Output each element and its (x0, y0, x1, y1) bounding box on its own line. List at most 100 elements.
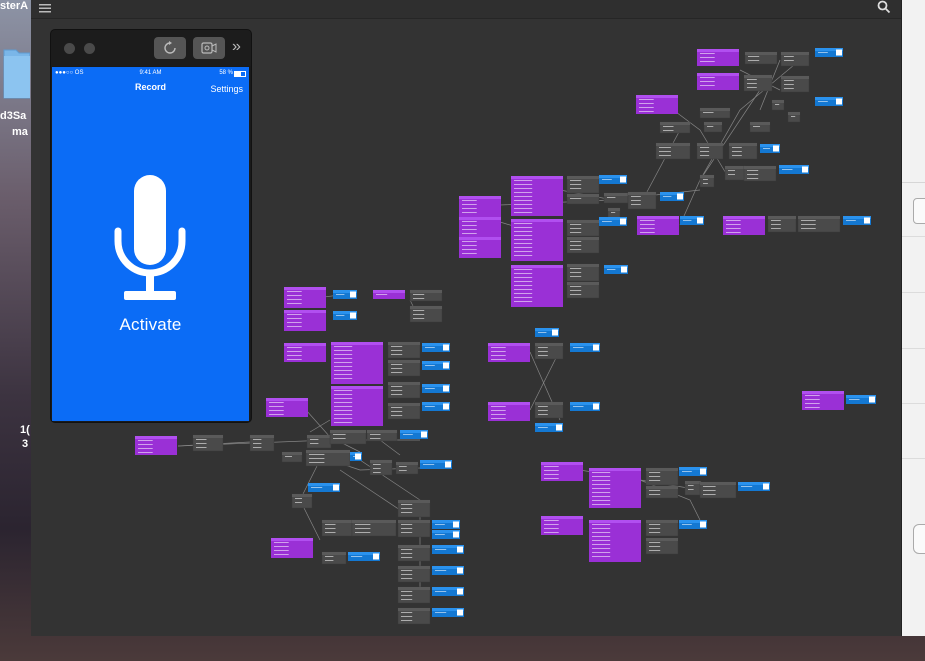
patch-node[interactable] (703, 121, 723, 133)
patch-node[interactable] (699, 174, 715, 188)
patch-node-output[interactable] (348, 552, 380, 561)
patch-node[interactable] (329, 429, 367, 445)
patch-node-purple[interactable] (373, 290, 405, 299)
patch-node-purple[interactable] (637, 216, 679, 235)
patch-node[interactable] (369, 459, 393, 476)
patch-node-output[interactable] (599, 217, 627, 226)
patch-node-output[interactable] (422, 384, 450, 393)
patch-node[interactable] (780, 75, 810, 93)
patch-node-output[interactable] (843, 216, 871, 225)
patch-node[interactable] (192, 434, 224, 452)
patch-node[interactable] (659, 121, 691, 134)
patch-node[interactable] (305, 449, 351, 467)
patch-node[interactable] (397, 586, 431, 604)
refresh-button[interactable] (154, 37, 186, 59)
hamburger-menu-icon[interactable] (39, 1, 51, 13)
patch-node[interactable] (397, 565, 431, 583)
patch-node-purple[interactable] (802, 391, 844, 410)
patch-node[interactable] (627, 191, 657, 210)
patch-node-purple[interactable] (488, 402, 530, 421)
patch-node[interactable] (749, 121, 771, 133)
patch-node-output[interactable] (599, 175, 627, 184)
patch-node[interactable] (387, 359, 421, 377)
patch-node-purple[interactable] (459, 237, 501, 258)
patch-node[interactable] (366, 429, 398, 442)
patch-node-purple[interactable] (284, 343, 326, 362)
patch-node[interactable] (566, 236, 600, 254)
patch-node[interactable] (249, 434, 275, 452)
patch-node[interactable] (566, 219, 600, 237)
patch-node-output[interactable] (535, 423, 563, 432)
patch-node-purple[interactable] (488, 343, 530, 362)
patch-node-output[interactable] (738, 482, 770, 491)
settings-button[interactable]: Settings (210, 84, 243, 94)
patch-node[interactable] (607, 207, 621, 219)
folder-icon[interactable] (2, 46, 31, 100)
panel-button[interactable] (913, 524, 925, 554)
patch-node[interactable] (387, 402, 421, 420)
patch-node[interactable] (397, 519, 431, 538)
patch-node[interactable] (397, 544, 431, 562)
patch-node-output[interactable] (432, 587, 464, 596)
patch-node-purple[interactable] (697, 73, 739, 90)
patch-node-output[interactable] (680, 216, 704, 225)
patch-node-output[interactable] (422, 343, 450, 352)
patch-node-purple[interactable] (511, 265, 563, 307)
patch-node[interactable] (771, 99, 785, 111)
patch-node-purple[interactable] (723, 216, 765, 235)
patch-node[interactable] (696, 142, 724, 160)
patch-node-output[interactable] (422, 361, 450, 370)
patch-node-purple[interactable] (266, 398, 308, 417)
patch-node-purple[interactable] (589, 520, 641, 562)
patch-node[interactable] (395, 461, 419, 475)
patch-node-purple[interactable] (284, 310, 326, 331)
patch-node[interactable] (409, 305, 443, 323)
record-video-button[interactable] (193, 37, 225, 59)
patch-node[interactable] (780, 51, 810, 67)
patch-node-output[interactable] (308, 483, 340, 492)
patch-node[interactable] (291, 493, 313, 509)
patch-node-output[interactable] (570, 402, 600, 411)
patch-node-output[interactable] (760, 144, 780, 153)
patch-node-output[interactable] (660, 192, 684, 201)
patch-node[interactable] (534, 342, 564, 360)
patch-node[interactable] (645, 485, 679, 499)
patch-node[interactable] (743, 165, 777, 182)
patch-node[interactable] (387, 381, 421, 399)
patch-node-output[interactable] (420, 460, 452, 469)
patch-node-purple[interactable] (284, 287, 326, 308)
patch-node-output[interactable] (333, 290, 357, 299)
patch-node[interactable] (787, 111, 801, 123)
patch-graph-canvas[interactable] (31, 0, 901, 636)
patch-node[interactable] (724, 165, 746, 181)
patch-node[interactable] (699, 107, 731, 119)
patch-node-output[interactable] (432, 566, 464, 575)
patch-node[interactable] (684, 480, 702, 496)
patch-node[interactable] (566, 281, 600, 299)
patch-node-output[interactable] (432, 520, 460, 529)
patch-node-purple[interactable] (459, 217, 501, 238)
patch-node[interactable] (306, 434, 332, 449)
patch-node-output[interactable] (400, 430, 428, 439)
patch-node-purple[interactable] (541, 462, 583, 481)
patch-node[interactable] (387, 341, 421, 359)
patch-node-purple[interactable] (459, 196, 501, 217)
patch-node[interactable] (699, 481, 737, 499)
patch-node-purple[interactable] (271, 538, 313, 558)
panel-button[interactable] (913, 198, 925, 224)
patch-node[interactable] (566, 175, 600, 194)
patch-node[interactable] (645, 537, 679, 555)
device-screen[interactable]: ●●●○○ OS 9:41 AM 58 % Record Settings Ac… (52, 67, 249, 421)
patch-node[interactable] (351, 519, 397, 537)
patch-node[interactable] (645, 467, 679, 486)
patch-node[interactable] (603, 192, 629, 204)
patch-node[interactable] (566, 193, 600, 205)
patch-node[interactable] (645, 519, 679, 537)
patch-node-purple[interactable] (697, 49, 739, 66)
patch-node-output[interactable] (422, 402, 450, 411)
patch-node[interactable] (743, 74, 773, 92)
patch-node[interactable] (744, 51, 778, 65)
patch-node-output[interactable] (815, 97, 843, 106)
preview-close-button[interactable] (64, 43, 75, 54)
patch-node-output[interactable] (679, 520, 707, 529)
